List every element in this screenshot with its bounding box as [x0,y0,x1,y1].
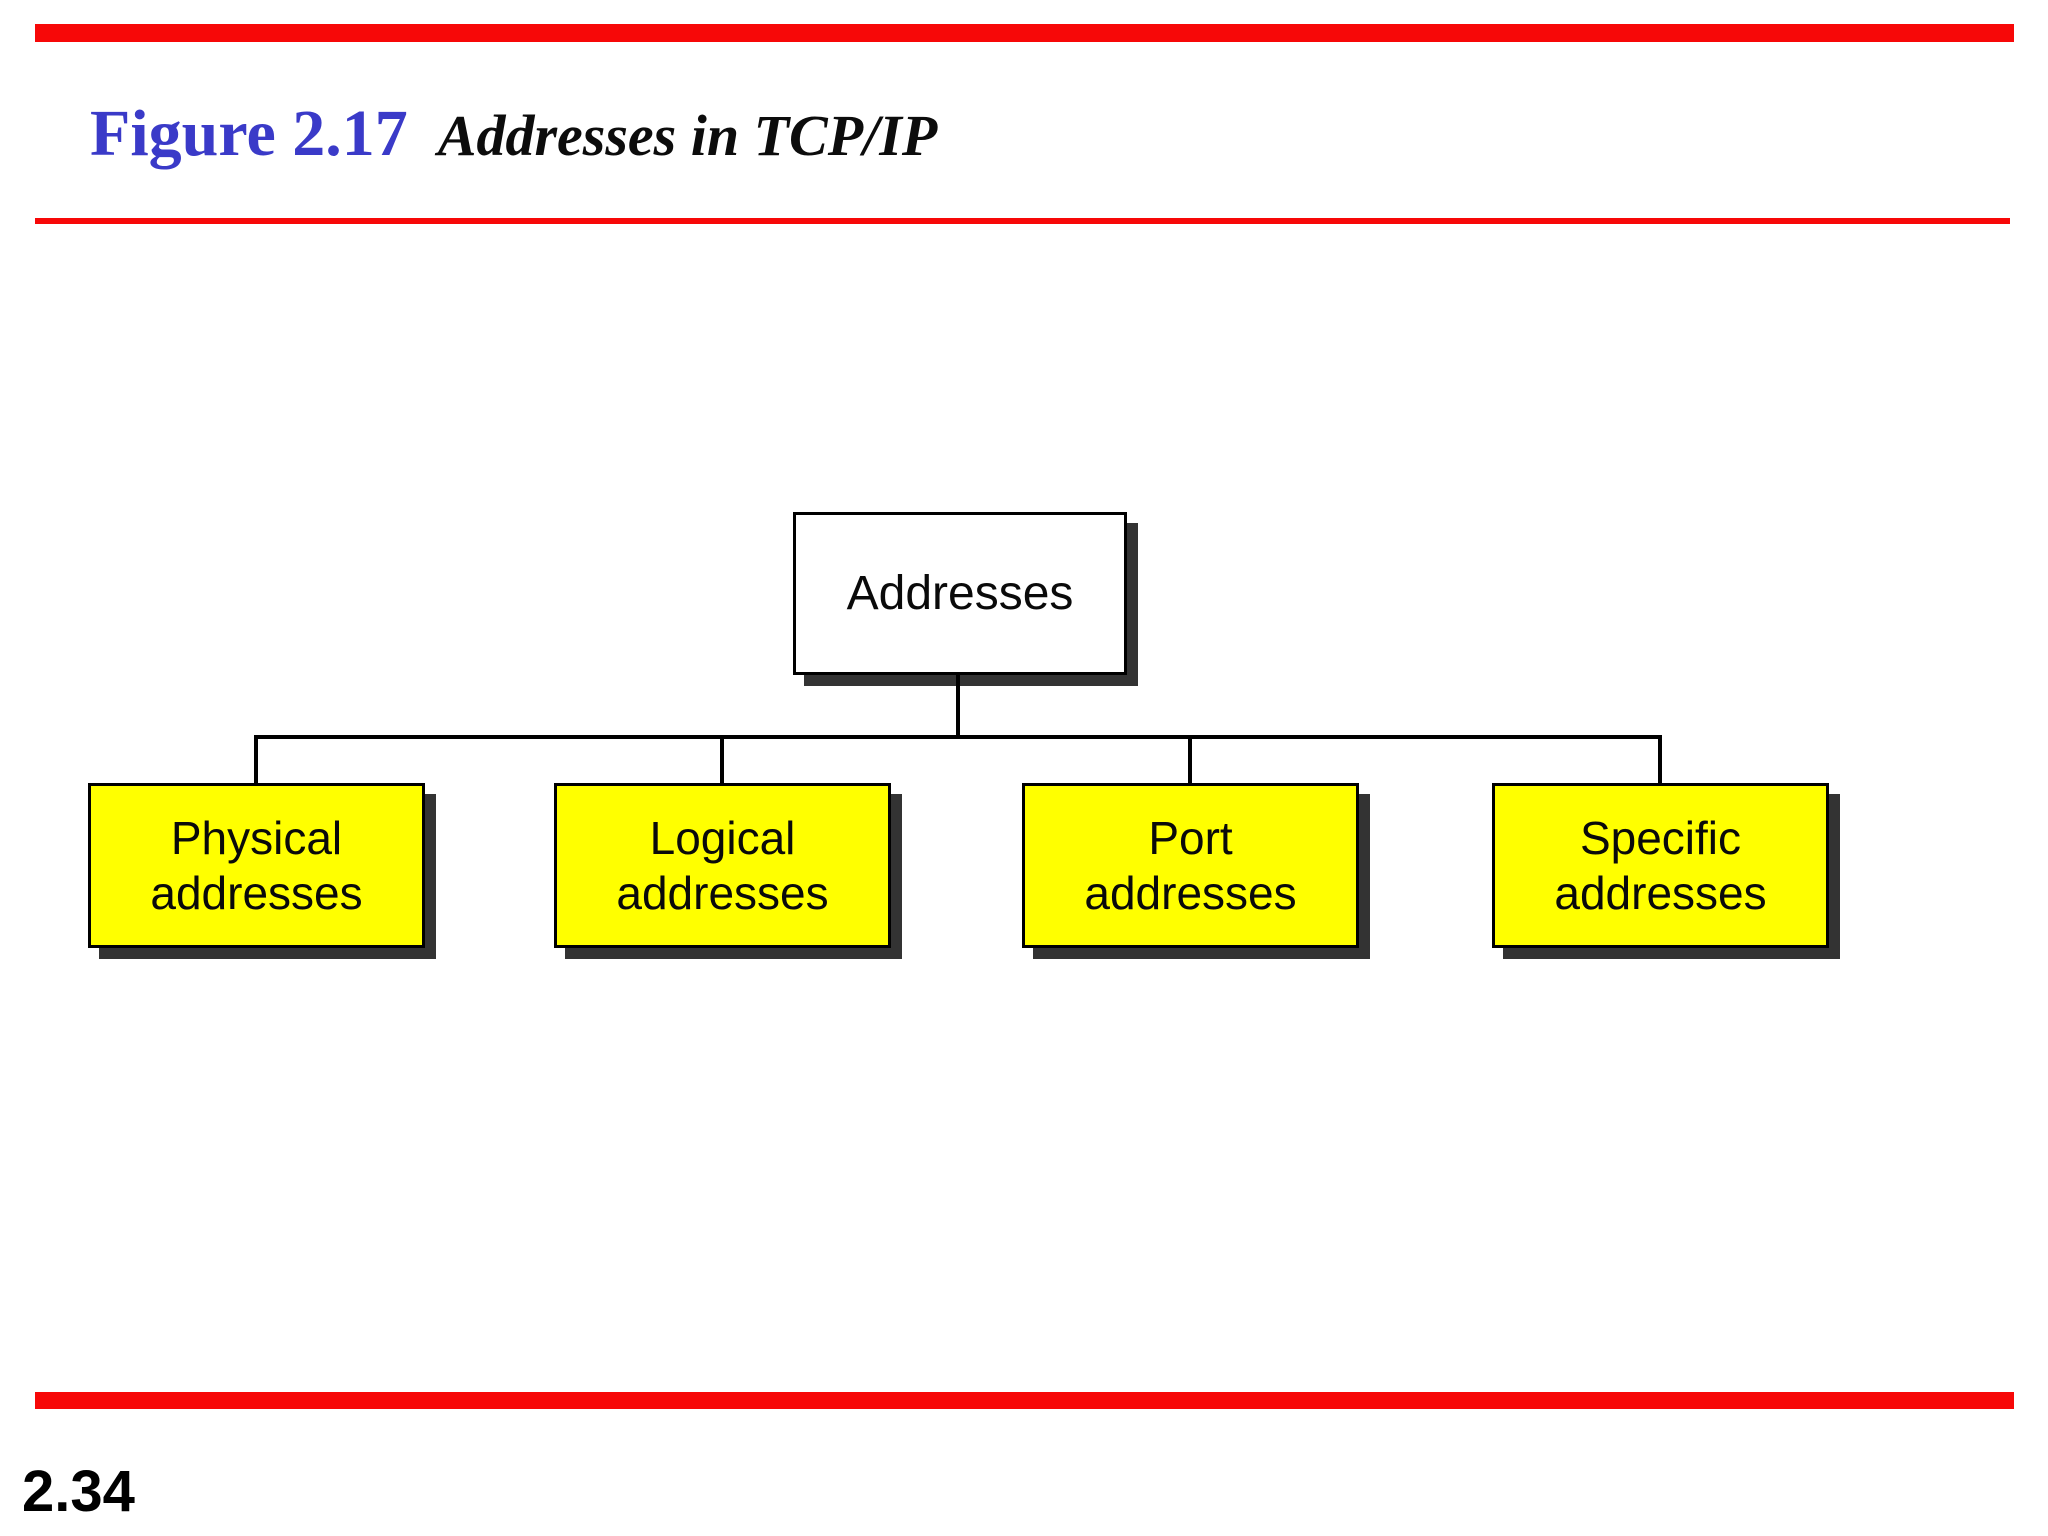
port-addresses-node: Port addresses [1022,783,1359,948]
bottom-red-bar [35,1392,2014,1409]
specific-addresses-node: Specific addresses [1492,783,1829,948]
figure-title: Addresses in TCP/IP [437,103,938,168]
port-addresses-label: Port addresses [1084,812,1297,919]
addresses-root-label: Addresses [846,567,1074,620]
logical-addresses-node: Logical addresses [554,783,891,948]
top-red-bar [35,24,2014,42]
connector-root-stem [956,675,960,737]
connector-drop-logical [720,735,724,785]
connector-horizontal-rail [254,735,1662,739]
figure-number-label: Figure 2.17 [90,97,408,170]
title-underline-rule [35,218,2010,224]
logical-addresses-label: Logical addresses [616,812,829,919]
connector-drop-physical [254,735,258,785]
slide-header: Figure 2.17 Addresses in TCP/IP [90,96,937,172]
physical-addresses-label: Physical addresses [150,812,363,919]
specific-addresses-label: Specific addresses [1554,812,1767,919]
connector-drop-port [1188,735,1192,785]
connector-drop-specific [1658,735,1662,785]
addresses-root-node: Addresses [793,512,1127,675]
physical-addresses-node: Physical addresses [88,783,425,948]
page-number: 2.34 [22,1459,135,1524]
